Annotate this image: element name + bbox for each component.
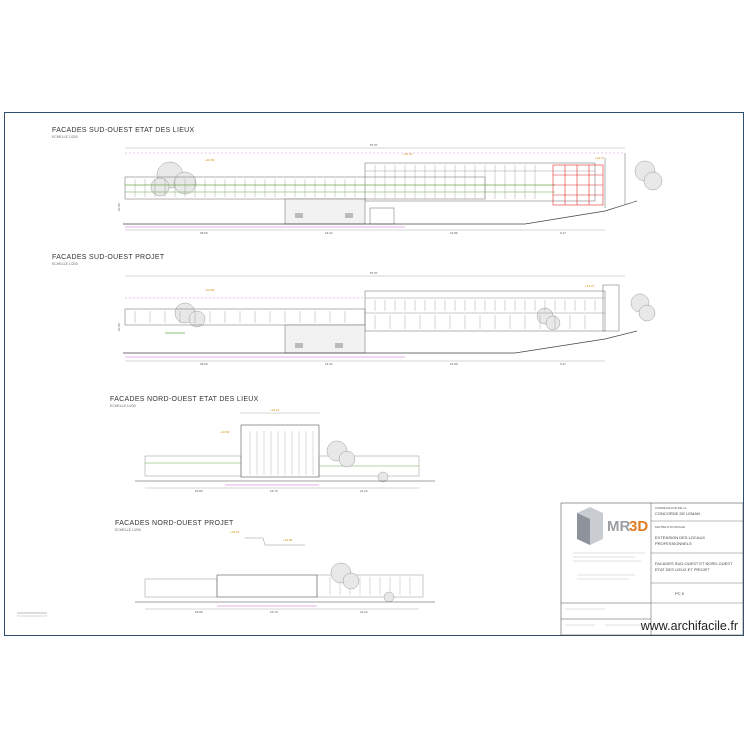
elevation-1-subtitle: ECHELLE 1/200: [52, 135, 78, 139]
svg-text:+10.80: +10.80: [283, 538, 293, 542]
logo: MR 3D: [577, 507, 648, 545]
svg-text:+13.31: +13.31: [230, 530, 240, 534]
svg-text:+10.80: +10.80: [205, 288, 215, 292]
svg-text:16.79: 16.79: [270, 610, 278, 614]
drawing-canvas: FACADES SUD-OUEST ETAT DES LIEUX ECHELLE…: [17, 127, 744, 636]
svg-text:19.44: 19.44: [325, 231, 333, 235]
svg-text:21.24: 21.24: [360, 489, 368, 493]
svg-text:+14.37: +14.37: [595, 156, 605, 160]
scale-bar: [17, 612, 47, 617]
client-line-2: CONCORDE DE LEMAN: [655, 511, 700, 516]
elevation-2: FACADES SUD-OUEST PROJET ECHELLE 1/200 8…: [52, 254, 656, 366]
svg-text:87.97: 87.97: [370, 271, 378, 275]
elevation-4-title: FACADES NORD-OUEST PROJET: [115, 520, 234, 527]
svg-text:19.44: 19.44: [325, 362, 333, 366]
elevation-3: FACADES NORD-OUEST ETAT DES LIEUX ECHELL…: [110, 396, 435, 493]
elevation-2-subtitle: ECHELLE 1/200: [52, 262, 78, 266]
svg-text:23.86: 23.86: [195, 610, 203, 614]
elevation-2-title: FACADES SUD-OUEST PROJET: [52, 254, 165, 261]
svg-text:9.17: 9.17: [560, 231, 566, 235]
project-line-2: PROFESSIONNELS: [655, 541, 692, 546]
svg-text:MR: MR: [607, 518, 630, 535]
svg-text:21.89: 21.89: [450, 231, 458, 235]
svg-text:+10.80: +10.80: [205, 158, 215, 162]
title-block: MR 3D COMMUNAUTE DE LA CONCORDE DE LEMAN…: [560, 502, 744, 636]
svg-text:25.50: 25.50: [200, 362, 208, 366]
project-line-1: EXTENSION DES LOCAUX: [655, 535, 705, 540]
svg-text:+13.31: +13.31: [270, 408, 280, 412]
svg-text:9.17: 9.17: [560, 362, 566, 366]
svg-text:87.97: 87.97: [370, 143, 378, 147]
elevation-3-subtitle: ECHELLE 1/200: [110, 404, 136, 408]
drawing-line-2: ETAT DES LIEUX ET PROJET: [655, 567, 710, 572]
svg-text:23.86: 23.86: [195, 489, 203, 493]
elevation-4-subtitle: ECHELLE 1/200: [115, 528, 141, 532]
elevation-1-title: FACADES SUD-OUEST ETAT DES LIEUX: [52, 127, 195, 134]
svg-text:3D: 3D: [629, 518, 648, 535]
svg-text:+13.31: +13.31: [403, 152, 413, 156]
drawing-line-1: FACADES SUD-OUEST ET NORD-OUEST: [655, 561, 733, 566]
svg-text:+10.80: +10.80: [220, 430, 230, 434]
svg-text:+14.37: +14.37: [585, 284, 595, 288]
client-line-1: COMMUNAUTE DE LA: [655, 506, 686, 510]
sheet-number: PC 5: [675, 591, 685, 596]
elevation-1: FACADES SUD-OUEST ETAT DES LIEUX ECHELLE…: [52, 127, 663, 235]
svg-text:21.24: 21.24: [360, 610, 368, 614]
elevation-3-title: FACADES NORD-OUEST ETAT DES LIEUX: [110, 396, 259, 403]
svg-text:25.50: 25.50: [200, 231, 208, 235]
watermark: www.archifacile.fr: [640, 619, 738, 633]
drawing-sheet: FACADES SUD-OUEST ETAT DES LIEUX ECHELLE…: [4, 112, 744, 636]
svg-text:10.80: 10.80: [117, 203, 121, 211]
svg-text:16.79: 16.79: [270, 489, 278, 493]
client-line-3: MAITRE D'OUVRAGE: [655, 525, 685, 529]
svg-text:21.89: 21.89: [450, 362, 458, 366]
elevation-4: FACADES NORD-OUEST PROJET ECHELLE 1/200 …: [115, 520, 435, 614]
svg-text:10.80: 10.80: [117, 323, 121, 331]
